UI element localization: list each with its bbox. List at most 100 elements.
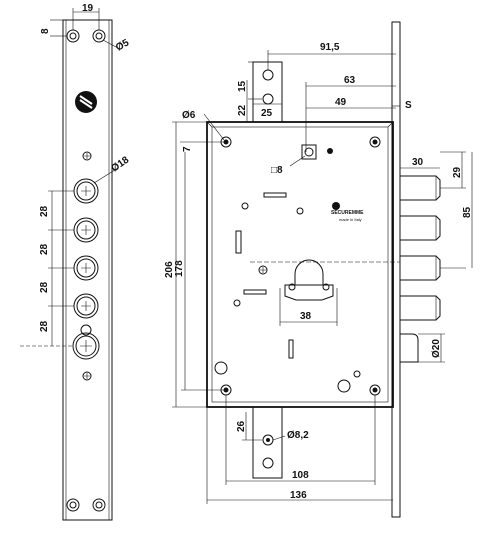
faceplate-screw-top (82, 151, 92, 161)
dim-label-38: 38 (300, 311, 312, 322)
dim-label-25: 25 (261, 108, 273, 119)
cylinder-cam (250, 259, 400, 301)
internal-hole-large-2 (337, 379, 351, 393)
internal-screw (258, 265, 268, 275)
dim-label-28-1: 28 (39, 205, 50, 217)
dim-label-26: 26 (236, 420, 247, 432)
dim-label-63: 63 (344, 75, 356, 86)
internal-slot-2 (235, 230, 242, 254)
lock-case-corner-tr (387, 121, 394, 128)
faceplate-bolt-2-inner (76, 220, 96, 240)
brand-logo-icon (75, 91, 97, 113)
bottom-strike-hole-lower (262, 457, 274, 469)
lock-case-corner-tl (206, 121, 213, 128)
faceplate-bottom-hole-left (66, 498, 80, 512)
faceplate-bottom-hole-right-inner (95, 501, 103, 509)
faceplate-outline (62, 19, 113, 521)
top-strike-hole-upper (262, 69, 274, 81)
faceplate: 19 8 Ø5 (20, 3, 132, 521)
faceplate-screw-bottom (82, 371, 92, 381)
dim-label-28-2: 28 (39, 243, 50, 255)
dim-label-7: 7 (182, 146, 193, 152)
internal-rivet-1 (241, 202, 249, 210)
dim-label-dia18: Ø18 (109, 154, 131, 174)
faceplate-bolt-3-inner (76, 258, 96, 278)
dim-label-8: 8 (40, 28, 51, 34)
brand-subtext: made in Italy (339, 217, 362, 222)
leader-8-2 (272, 435, 286, 441)
faceplate-latch-cross (80, 340, 92, 352)
dim-label-19: 19 (82, 3, 94, 14)
case-hole-bottom-right-center (372, 387, 378, 393)
faceplate-screw-hole-left-inner (69, 32, 77, 40)
spindle-rivet (327, 148, 333, 154)
internal-screw-cross (260, 267, 266, 273)
dim-label-28-3: 28 (39, 281, 50, 293)
dim-label-15: 15 (237, 80, 248, 92)
leader-6 (203, 113, 225, 141)
lock-front-plate (391, 21, 401, 518)
internal-hole-large (214, 361, 228, 375)
faceplate-bolts (72, 178, 100, 360)
bottom-strike-tab (252, 407, 283, 479)
case-hole-top-right (369, 136, 381, 148)
spindle-square (301, 144, 317, 160)
faceplate-screw-hole-left (66, 29, 80, 43)
internal-rivet-2 (296, 207, 304, 215)
internal-slot-4 (288, 339, 294, 359)
dim-label-85: 85 (462, 206, 473, 218)
lock-case-inner (211, 126, 389, 403)
internal-slot-3 (243, 289, 267, 295)
spindle-center (304, 147, 314, 157)
faceplate-bolt-1-cross (81, 186, 91, 196)
dim-label-30: 30 (412, 157, 424, 168)
deadbolt-3 (400, 255, 441, 281)
faceplate-latch-inner (75, 335, 97, 357)
case-hole-bottom-left-center (223, 387, 229, 393)
faceplate-screw-bottom-cross (84, 373, 90, 379)
leader-18 (93, 167, 119, 184)
case-hole-top-right-center (372, 139, 378, 145)
internal-rivet-4 (353, 370, 361, 378)
deadbolts (400, 175, 441, 321)
dim-label-29: 29 (452, 166, 463, 178)
top-strike-tab (252, 61, 283, 122)
internal-slot-1 (263, 192, 287, 198)
case-hole-top-left (220, 136, 232, 148)
faceplate-bolt-3-cross (81, 263, 91, 273)
deadbolt-1 (400, 175, 441, 201)
faceplate-small-hole (80, 324, 92, 336)
faceplate-bottom-hole-right (92, 498, 106, 512)
dim-label-28-4: 28 (39, 320, 50, 332)
latch-bolt (400, 333, 419, 363)
dim-label-206: 206 (164, 261, 175, 278)
faceplate-bolt-1-inner (76, 181, 96, 201)
faceplate-screw-top-cross (84, 153, 90, 159)
dim-label-49: 49 (335, 97, 347, 108)
mark-s: S (405, 100, 412, 111)
deadbolt-4 (400, 295, 441, 321)
lock-body: 15 22 25 91,5 63 49 S Ø6 7 □8 (164, 21, 473, 518)
dim-label-square8: □8 (271, 165, 283, 176)
leader-spindle (289, 155, 306, 167)
dim-label-136: 136 (290, 490, 307, 501)
dim-label-dia8-2: Ø8,2 (287, 430, 309, 441)
brand-text: SECUREMME (331, 210, 364, 216)
bottom-strike-hole-upper-center (266, 438, 270, 442)
leader-5 (102, 39, 119, 49)
faceplate-bolt-4-cross (81, 301, 91, 311)
dim-label-108: 108 (292, 470, 309, 481)
dim-label-178: 178 (174, 260, 185, 277)
top-strike-hole-lower (262, 93, 274, 105)
dim-label-22: 22 (237, 104, 248, 116)
internal-rivet-3 (233, 299, 241, 307)
faceplate-latch (72, 332, 100, 360)
lock-case (206, 121, 394, 408)
dim-label-dia6: Ø6 (182, 110, 196, 121)
case-hole-top-left-center (223, 139, 229, 145)
faceplate-bottom-hole-left-inner (69, 501, 77, 509)
dim-label-dia20: Ø20 (431, 339, 442, 358)
deadbolt-2 (400, 215, 441, 241)
faceplate-screw-hole-right-inner (95, 32, 103, 40)
